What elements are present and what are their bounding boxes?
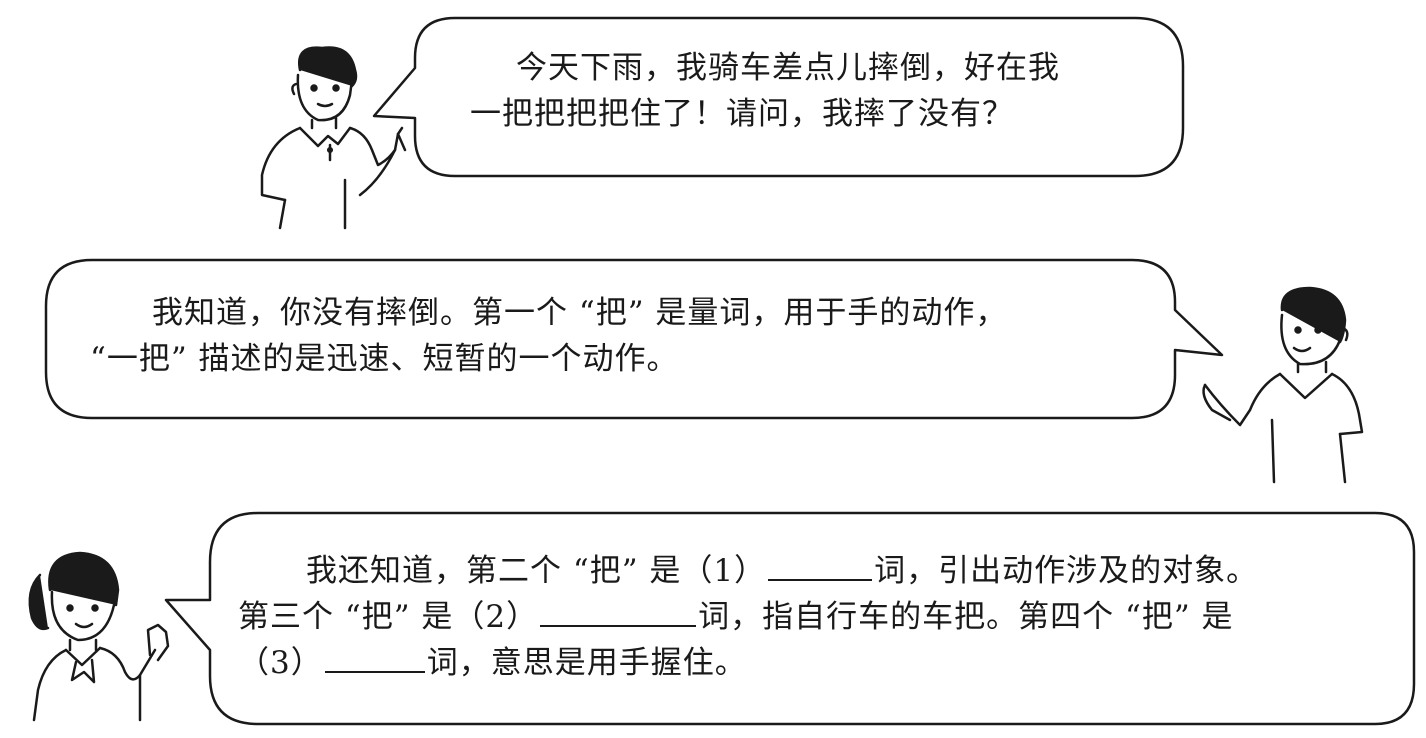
bubble-3-line-1-end: 词，引出动作涉及的对象。 — [874, 553, 1259, 589]
bubble-1-line-2: 一把把把把住了！请问，我摔了没有？ — [470, 96, 1014, 132]
boy-gesturing-figure — [1202, 286, 1364, 484]
speech-bubble-1 — [372, 16, 1185, 178]
bubble-3-line-2-start: 第三个 “把” 是（2） — [238, 599, 539, 635]
bubble-3-line-3-start: （3） — [238, 645, 323, 681]
bubble-3-line-1: 我还知道，第二个 “把” 是（1） 词，引出动作涉及的对象。 — [238, 548, 1258, 594]
bubble-3-line-1-start: 我还知道，第二个 “把” 是（1） — [306, 553, 767, 589]
bubble-1-line-1: 今天下雨，我骑车差点儿摔倒，好在我 — [516, 50, 1060, 86]
answer-blank-3[interactable] — [324, 641, 425, 673]
speech-bubble-2 — [44, 258, 1224, 420]
bubble-3-line-3: （3） 词，意思是用手握住。 — [238, 640, 1258, 686]
bubble-3-line-3-end: 词，意思是用手握住。 — [426, 645, 747, 681]
bubble-3-text: 我还知道，第二个 “把” 是（1） 词，引出动作涉及的对象。 第三个 “把” 是（… — [238, 548, 1258, 686]
answer-blank-2[interactable] — [540, 595, 697, 627]
bubble-2-text: 我知道，你没有摔倒。第一个 “把” 是量词，用于手的动作， “一把” 描述的是迅… — [90, 290, 1007, 382]
speech-bubble-3 — [164, 511, 1416, 726]
boy-pointing-figure — [260, 46, 407, 230]
bubble-2-line-1: 我知道，你没有摔倒。第一个 “把” 是量词，用于手的动作， — [152, 295, 1008, 331]
bubble-1-text: 今天下雨，我骑车差点儿摔倒，好在我 一把把把把住了！请问，我摔了没有？ — [470, 45, 1060, 137]
bubble-3-line-2-end: 词，指自行车的车把。第四个 “把” 是 — [698, 599, 1234, 635]
answer-blank-1[interactable] — [768, 549, 873, 581]
bubble-3-line-2: 第三个 “把” 是（2） 词，指自行车的车把。第四个 “把” 是 — [238, 594, 1258, 640]
girl-waving-figure — [28, 551, 170, 722]
bubble-2-line-2: “一把” 描述的是迅速、短暂的一个动作。 — [90, 341, 679, 377]
